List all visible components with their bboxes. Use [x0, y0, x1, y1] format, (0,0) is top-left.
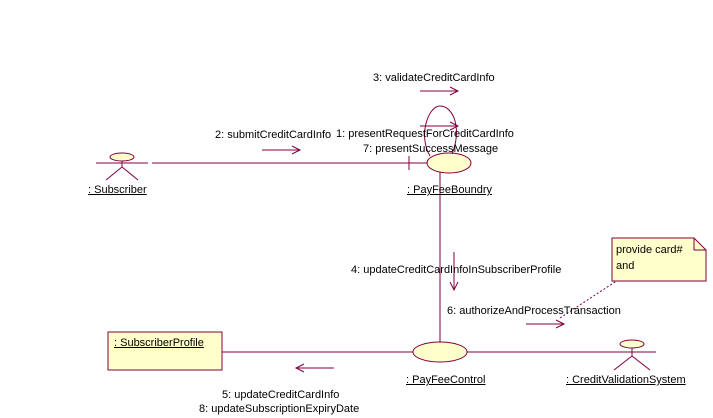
note-shape[interactable]: [611, 237, 707, 282]
note-anchor-line: [559, 279, 619, 319]
links: [152, 162, 619, 353]
arrow-m6: [526, 319, 566, 329]
pay-fee-control-label: : PayFeeControl: [406, 374, 486, 386]
message-m8-label: 8: updateSubscriptionExpiryDate: [199, 403, 360, 415]
message-m3-label: 3: validateCreditCardInfo: [373, 72, 495, 84]
message-arrows: [262, 86, 566, 373]
subscriber-label: : Subscriber: [88, 184, 147, 196]
message-m4-label: 4: updateCreditCardInfoInSubscriberProfi…: [351, 264, 562, 276]
credit-validation-system-actor-icon[interactable]: [608, 339, 656, 371]
arrow-m1: [420, 121, 460, 131]
message-m2-label: 2: submitCreditCardInfo: [215, 129, 332, 141]
subscriber-profile-label: : SubscriberProfile: [114, 337, 204, 349]
note-text-line1: provide card#: [616, 244, 683, 256]
message-m7-label: 7: presentSuccessMessage: [363, 143, 499, 155]
message-m5-label: 5: updateCreditCardInfo: [222, 389, 340, 401]
arrow-m2: [262, 145, 302, 155]
pay-fee-boundry-icon[interactable]: [408, 105, 472, 174]
pay-fee-control-icon[interactable]: [412, 341, 468, 363]
note-text-line2: and: [616, 260, 635, 272]
credit-validation-system-label: : CreditValidationSystem: [566, 374, 686, 386]
message-m6-label: 6: authorizeAndProcessTransaction: [447, 305, 621, 317]
arrow-m3: [420, 86, 460, 96]
pay-fee-boundry-label: : PayFeeBoundry: [407, 184, 492, 196]
message-m1-label: 1: presentRequestForCreditCardInfo: [336, 128, 514, 140]
subscriber-profile-box[interactable]: [107, 331, 223, 371]
arrow-m5: [294, 363, 334, 373]
subscriber-actor-icon[interactable]: [96, 152, 148, 181]
arrow-m4: [449, 252, 459, 292]
